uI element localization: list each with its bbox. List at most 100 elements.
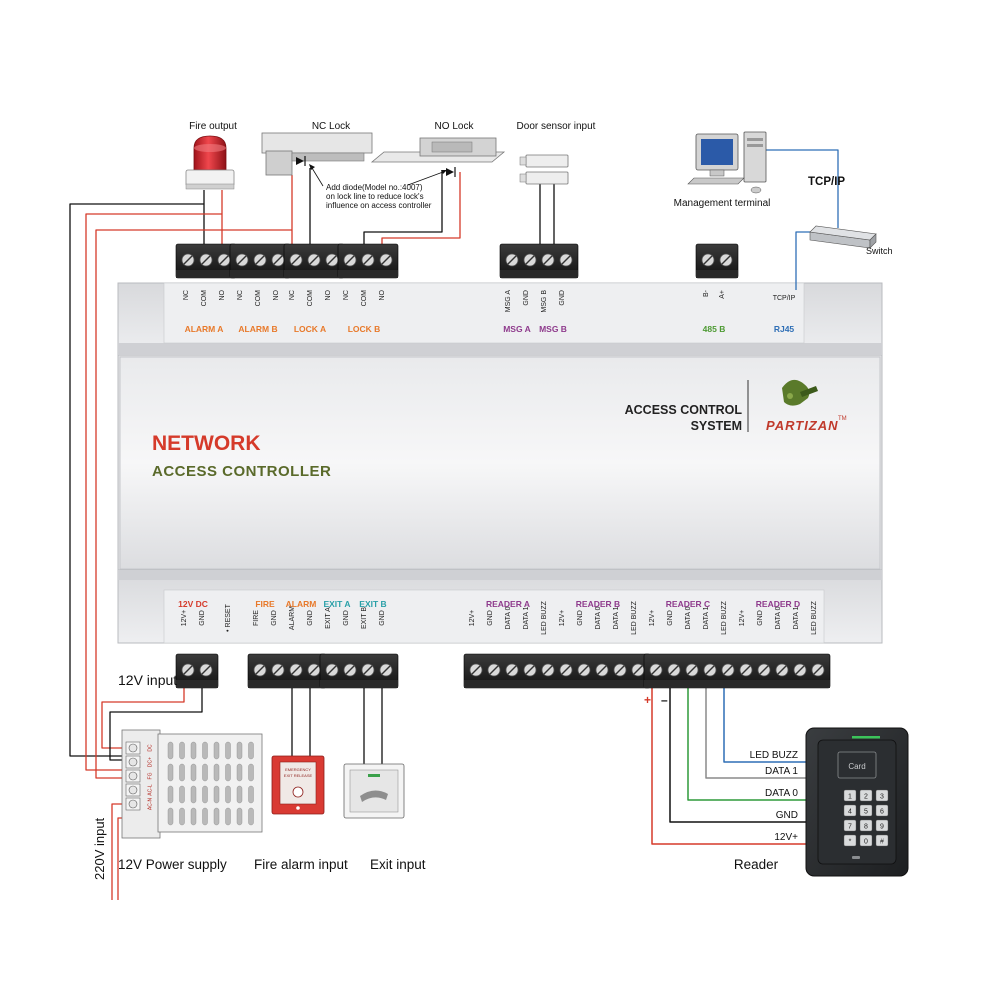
nc-lock — [261, 132, 373, 176]
management-terminal — [687, 131, 767, 194]
controller-title: NETWORK — [152, 432, 261, 455]
terminal-screw — [701, 253, 715, 267]
bottom-group-label: EXIT B — [359, 599, 386, 609]
terminal-screw — [325, 663, 339, 677]
terminal-lock-a — [283, 243, 345, 279]
power-supply-label: 12V Power supply — [118, 857, 227, 872]
terminal-reader-c-d — [643, 653, 831, 689]
terminal-screw — [289, 663, 303, 677]
keypad-key[interactable]: 7 — [848, 823, 852, 830]
bottom-group-label: READER C — [666, 599, 710, 609]
partizan-logo: PARTIZAN TM — [766, 379, 847, 433]
top-pin-label: GND — [523, 290, 530, 306]
terminal-screw — [757, 663, 771, 677]
wire-reader-3 — [669, 682, 806, 823]
terminal-lock-b — [337, 243, 399, 279]
terminal-msg — [499, 243, 579, 279]
bottom-pin-label: DATA 0 — [685, 606, 692, 629]
top-pin-label: COM — [201, 290, 208, 307]
terminal-screw — [379, 663, 393, 677]
fire-panel-text-1: EMERGENCY — [285, 767, 311, 772]
keypad-key[interactable]: 3 — [880, 793, 884, 800]
terminal-screw — [379, 253, 393, 267]
bottom-pin-label: GND — [487, 610, 494, 626]
power-supply — [121, 729, 263, 839]
reader-wire-label: GND — [776, 810, 798, 821]
terminal-screw — [523, 253, 537, 267]
wire-reader-0 — [723, 682, 806, 763]
top-group-label: MSG B — [539, 324, 567, 334]
top-pin-label: COM — [307, 290, 314, 307]
keypad: 1 2 3 4 5 6 7 8 9 * 0 # — [843, 789, 889, 859]
top-pin-label: COM — [361, 290, 368, 307]
bottom-pin-label: DATA 1 — [793, 606, 800, 629]
psu-terminal-label: AC-N — [147, 798, 153, 811]
top-pin-label: NO — [219, 289, 226, 300]
bottom-pin-label: EXIT B — [361, 607, 368, 629]
top-group-label: ALARM A — [185, 324, 224, 334]
terminal-screw — [235, 253, 249, 267]
terminal-screw — [559, 663, 573, 677]
wire-reader-2 — [687, 682, 806, 801]
terminal-alarm-a — [175, 243, 237, 279]
bottom-pin-label: GND — [343, 610, 350, 626]
bottom-pin-label: 12V+ — [739, 610, 746, 627]
bottom-pin-label: GND — [577, 610, 584, 626]
management-terminal-label: Management terminal — [674, 198, 771, 209]
bottom-pin-label: 12V+ — [559, 610, 566, 627]
diode-note: Add diode(Model no.:4007) on lock line t… — [309, 164, 447, 210]
brand-name: PARTIZAN — [766, 418, 839, 433]
fire-output-label: Fire output — [189, 121, 237, 132]
reader-label: Reader — [734, 857, 779, 872]
keypad-key[interactable]: 5 — [864, 808, 868, 815]
terminal-12v-dc — [175, 653, 219, 689]
keypad-key[interactable]: 2 — [864, 793, 868, 800]
wire-220v-l — [111, 803, 126, 900]
keypad-key[interactable]: 8 — [864, 823, 868, 830]
terminal-485 — [695, 243, 739, 279]
bottom-group-label: ALARM — [286, 599, 317, 609]
terminal-screw — [811, 663, 825, 677]
psu-terminal-label: DC — [147, 744, 153, 752]
reader-wire-label: LED BUZZ — [750, 750, 798, 761]
top-pin-label: B- — [703, 289, 710, 297]
diode-note-line-1: Add diode(Model no.:4007) — [326, 183, 423, 192]
top-group-label: ALARM B — [238, 324, 277, 334]
keypad-key[interactable]: # — [880, 838, 884, 845]
bottom-pin-label: 12V+ — [469, 610, 476, 627]
terminal-fire-alarm — [247, 653, 327, 689]
wire-no-lock-com — [363, 170, 443, 250]
network-switch — [809, 225, 877, 249]
bottom-pin-label: DATA 0 — [775, 606, 782, 629]
door-sensor-label: Door sensor input — [517, 121, 596, 132]
exit-button — [343, 763, 405, 819]
wire-siren-return — [69, 203, 204, 757]
220v-input-label: 220V input — [92, 817, 107, 880]
bottom-pin-label: GND — [757, 610, 764, 626]
keypad-key[interactable]: * — [849, 838, 852, 845]
keypad-key[interactable]: 1 — [848, 793, 852, 800]
top-pin-label: GND — [559, 290, 566, 306]
terminal-screw — [307, 663, 321, 677]
terminal-screw — [253, 663, 267, 677]
terminal-screw — [469, 663, 483, 677]
terminal-screw — [253, 253, 267, 267]
keypad-key[interactable]: 9 — [880, 823, 884, 830]
bottom-pin-label: LED BUZZ — [541, 600, 548, 635]
psu-terminal-label: DC+ — [147, 757, 153, 767]
fire-siren — [185, 135, 235, 190]
keypad-key[interactable]: 0 — [864, 838, 868, 845]
top-pin-label: A+ — [719, 290, 726, 299]
system-line-1: ACCESS CONTROL — [625, 403, 743, 417]
terminal-screw — [289, 253, 303, 267]
terminal-screw — [775, 663, 789, 677]
top-group-label: MSG A — [503, 324, 531, 334]
top-pin-label: NC — [343, 290, 350, 300]
top-pin-label: NC — [289, 290, 296, 300]
card-label: Card — [848, 762, 865, 771]
keypad-key[interactable]: 4 — [848, 808, 852, 815]
keypad-key[interactable]: 6 — [880, 808, 884, 815]
